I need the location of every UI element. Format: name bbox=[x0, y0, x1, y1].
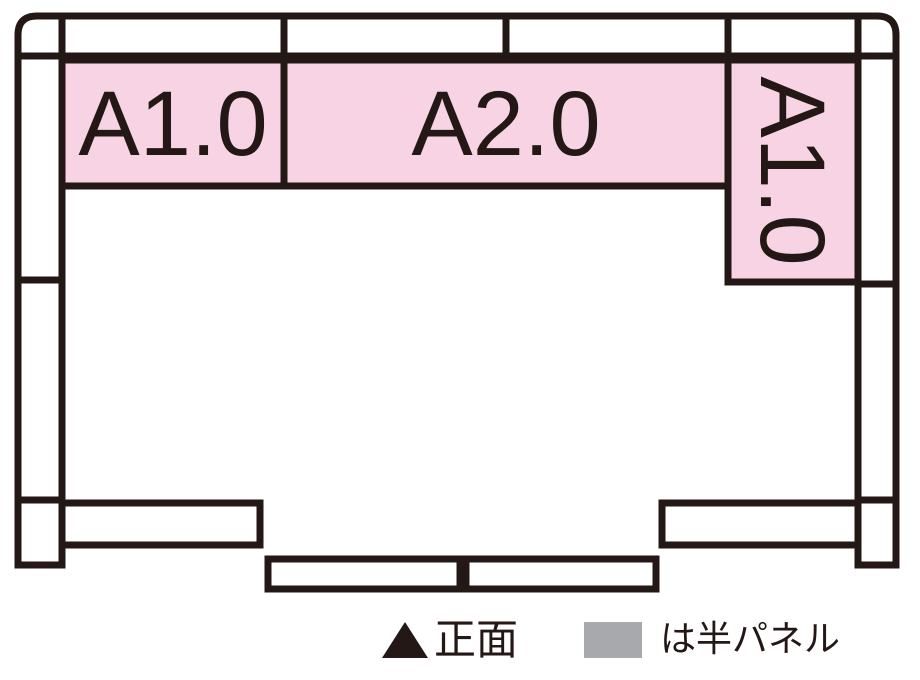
unit-left-label: A1.0 bbox=[78, 73, 267, 175]
right-side-panel-corner bbox=[854, 496, 900, 569]
unit-right-label: A1.0 bbox=[741, 76, 843, 265]
front-panel-left bbox=[58, 499, 264, 549]
front-door-left bbox=[264, 555, 464, 593]
back-panel-half bbox=[724, 12, 862, 60]
left-side-panel-corner bbox=[14, 496, 66, 569]
front-direction-legend: 正面 bbox=[382, 612, 518, 668]
right-side-panel-lower bbox=[854, 280, 900, 504]
half-panel-swatch bbox=[584, 622, 642, 658]
unit-center-label: A2.0 bbox=[411, 73, 600, 175]
back-panel-2 bbox=[280, 12, 510, 60]
front-label: 正面 bbox=[434, 615, 519, 664]
half-panel-legend: は半パネル bbox=[584, 612, 840, 668]
back-panel-3 bbox=[502, 12, 732, 60]
left-side-panel-upper bbox=[14, 52, 66, 284]
front-door-right bbox=[462, 555, 660, 593]
left-side-panel-lower bbox=[14, 276, 66, 504]
half-panel-label: は半パネル bbox=[660, 619, 841, 660]
front-panel-right bbox=[658, 499, 862, 549]
triangle-up-icon bbox=[382, 622, 428, 658]
right-side-panel-upper bbox=[854, 52, 900, 288]
unit-right-box bbox=[724, 56, 862, 286]
back-panel-1 bbox=[58, 12, 288, 60]
